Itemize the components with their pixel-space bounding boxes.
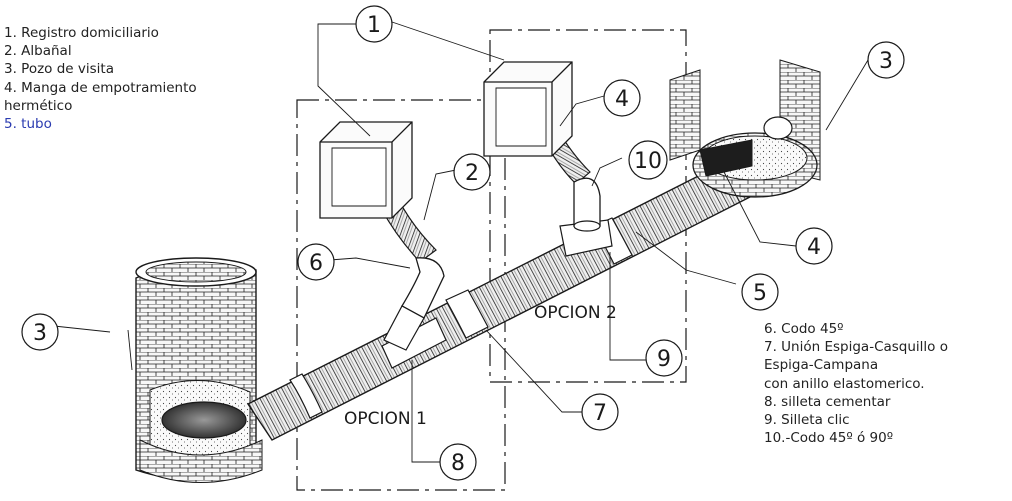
callout-4-right: 4 — [807, 235, 821, 260]
legend-left: 1. Registro domiciliario 2. Albañal 3. P… — [4, 24, 274, 133]
callout-4-top: 4 — [615, 87, 629, 112]
callout-10: 10 — [634, 149, 662, 174]
legend-item-registro: 1. Registro domiciliario — [4, 25, 159, 41]
callout-6: 6 — [309, 251, 323, 276]
legend-item-pozo: 3. Pozo de visita — [4, 61, 114, 78]
callout-3-right: 3 — [879, 49, 893, 74]
callout-9: 9 — [657, 347, 671, 372]
legend-item-silleta-cementar: 8. silleta cementar — [764, 393, 891, 410]
manhole-left — [135, 257, 263, 483]
opcion1-boundary — [296, 99, 506, 491]
legend-right: 6. Codo 45º 7. Unión Espiga-Casquillo o … — [764, 320, 1012, 448]
legend-item-silleta-clic: 9. Silleta clic — [764, 412, 850, 429]
legend-item-union: 7. Unión Espiga-Casquillo o Espiga-Campa… — [764, 339, 948, 392]
legend-item-codo-45-90: 10.-Codo 45º ó 90º — [764, 430, 894, 447]
legend-item-albanal: 2. Albañal — [4, 43, 72, 60]
legend-item-manga: 4. Manga de empotramiento hermético — [4, 79, 197, 114]
registro-opcion1 — [319, 121, 413, 219]
opcion-1-label: OPCION 1 — [344, 409, 427, 429]
callout-7: 7 — [593, 401, 607, 426]
callout-3-left: 3 — [33, 321, 47, 346]
opcion-2-label: OPCION 2 — [534, 303, 617, 323]
legend-item-codo45: 6. Codo 45º — [764, 321, 844, 337]
legend-item-tubo: 5. tubo — [4, 116, 52, 133]
callout-5: 5 — [753, 281, 767, 306]
callout-2: 2 — [465, 161, 479, 186]
callout-1: 1 — [367, 13, 381, 38]
callout-lines — [53, 21, 869, 463]
registro-opcion2 — [483, 61, 573, 157]
callout-circles — [21, 5, 905, 481]
callout-8: 8 — [451, 451, 465, 476]
manhole-right — [669, 59, 821, 198]
